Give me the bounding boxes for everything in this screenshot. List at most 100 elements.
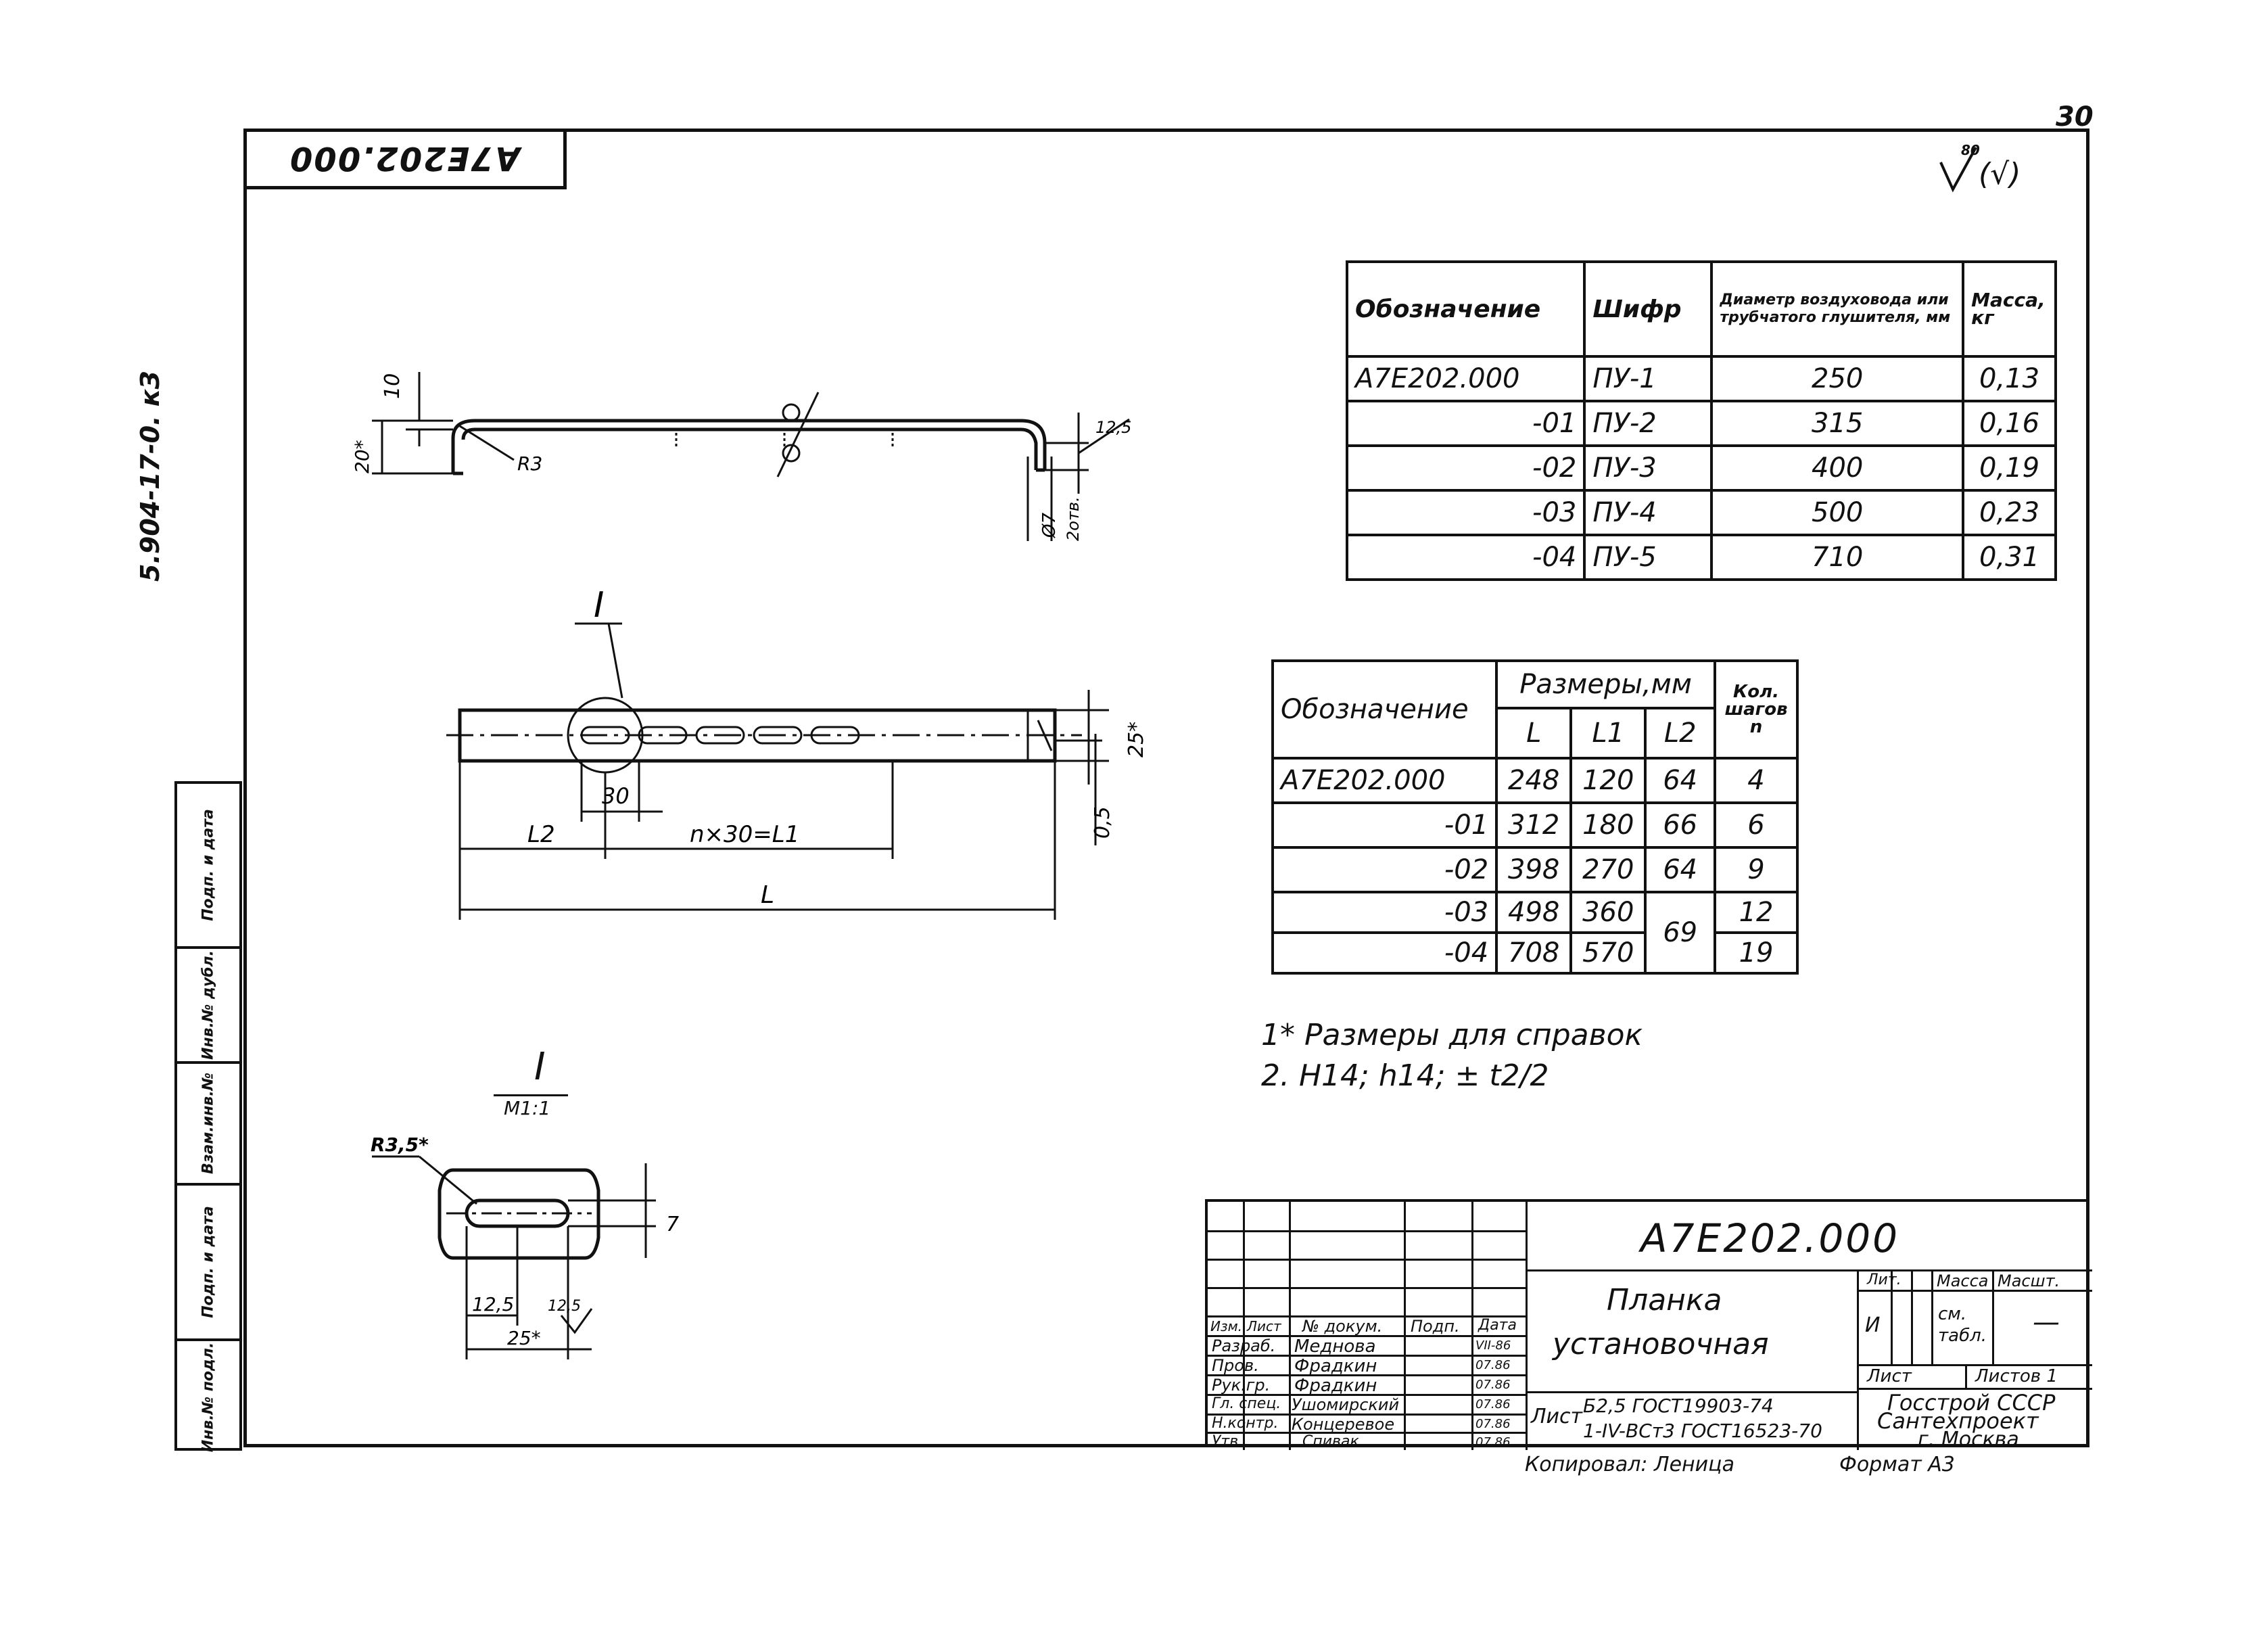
spec-cell: ПУ-3	[1583, 444, 1714, 492]
dim-label: L2	[527, 821, 555, 848]
dim-label: 12,5	[548, 1298, 581, 1315]
dim-label: 0,5	[1091, 806, 1114, 839]
roughness-value: 80	[1961, 142, 1980, 158]
title-block-sheets-label: Листов 1	[1975, 1366, 2058, 1386]
spec-cell: ПУ-5	[1583, 534, 1714, 581]
spec-cell: 250	[1710, 355, 1965, 402]
spec-header-designation: Обозначение	[1345, 260, 1586, 358]
person-date: 07.86	[1475, 1378, 1511, 1392]
table-row: -02 398 270 64 9	[1271, 846, 1799, 893]
title-block: А7Е202.000 Планка установочная Изм. Лист…	[1205, 1199, 2092, 1451]
title-block-mass-label: Масса	[1937, 1271, 1989, 1290]
spec-cell: -01	[1345, 400, 1586, 447]
title-block-org-2: Сантехпроект	[1877, 1408, 2039, 1434]
spec-cell: 0,31	[1962, 534, 2057, 581]
side-stamp: Подп. и дата Инв.№ дубл. Взам.инв.№ Подп…	[174, 781, 242, 1452]
dim-cell: 270	[1569, 846, 1647, 893]
spec-cell: -02	[1345, 444, 1586, 492]
detail-marker: I	[594, 588, 604, 626]
title-block-mass-value: см. табл.	[1938, 1304, 1987, 1346]
table-row: А7Е202.000 ПУ-1 250 0,13	[1345, 355, 2057, 402]
detail-title: I	[534, 1045, 546, 1089]
note-2: 2. H14; h14; ± t2/2	[1261, 1058, 1549, 1093]
title-block-code: А7Е202.000	[1640, 1215, 1900, 1261]
title-block-org-3: г. Москва	[1918, 1428, 2019, 1451]
dim-cell: 360	[1569, 891, 1647, 934]
title-block-scale-value: —	[2033, 1307, 2060, 1338]
dim-cell: 4	[1714, 757, 1799, 804]
person-role: Рук.гр.	[1212, 1376, 1271, 1395]
dim-cell: 312	[1495, 801, 1573, 849]
dim-cell: 498	[1495, 891, 1573, 934]
dim-cell: 398	[1495, 846, 1573, 893]
dim-cell: -04	[1271, 931, 1498, 975]
dim-subheader: L2	[1644, 707, 1717, 760]
title-block-col-header: Дата	[1478, 1317, 1517, 1334]
spec-cell: 500	[1710, 489, 1965, 536]
person-role: Разраб.	[1212, 1336, 1276, 1355]
spec-cell: 710	[1710, 534, 1965, 581]
title-block-name-2: установочная	[1553, 1327, 1769, 1361]
dim-cell: 120	[1569, 757, 1647, 804]
title-block-scale-label: Масшт.	[1998, 1271, 2060, 1290]
table-row: -01 ПУ-2 315 0,16	[1345, 400, 2057, 447]
dim-label: 10	[381, 373, 404, 399]
dim-cell: 248	[1495, 757, 1573, 804]
front-view-drawing: I 30 L2 n×30=L1 L 25* 0,5	[446, 588, 1148, 920]
spec-cell: А7Е202.000	[1345, 355, 1586, 402]
table-row: -04 708 570 19	[1271, 931, 1799, 975]
dim-header-sizes: Размеры,мм	[1495, 659, 1717, 709]
dim-label: 7	[666, 1213, 679, 1236]
dim-cell: 9	[1714, 846, 1799, 893]
dim-label: R3,5*	[371, 1136, 429, 1156]
person-role: Гл. спец.	[1212, 1395, 1281, 1412]
spec-cell: 0,19	[1962, 444, 2057, 492]
dim-label: R3	[517, 452, 542, 475]
note-1: 1* Размеры для справок	[1261, 1018, 1643, 1052]
dim-cell: 12	[1714, 891, 1799, 934]
table-row: -04 ПУ-5 710 0,31	[1345, 534, 2057, 581]
side-stamp-label: Подп. и дата	[199, 1206, 217, 1318]
dim-cell: 6	[1714, 801, 1799, 849]
table-row: А7Е202.000 248 120 64 4	[1271, 757, 1799, 804]
title-block-material-2: 1-IV-ВСт3 ГОСТ16523-70	[1583, 1420, 1822, 1442]
dim-label: 12,5	[472, 1293, 514, 1315]
title-block-col-header: Лист	[1247, 1318, 1281, 1334]
dim-label: n×30=L1	[690, 821, 799, 848]
person-name: Меднова	[1294, 1336, 1376, 1357]
dim-cell: 64	[1644, 757, 1717, 804]
spec-cell: -04	[1345, 534, 1586, 581]
spec-cell: 315	[1710, 400, 1965, 447]
title-block-name-1: Планка	[1607, 1283, 1722, 1317]
person-name: Концеревое	[1292, 1415, 1395, 1434]
dimensions-table: Обозначение Размеры,мм Кол. шагов n L L1…	[1271, 659, 1799, 975]
dim-cell: 570	[1569, 931, 1647, 975]
dim-header-designation: Обозначение	[1271, 659, 1498, 760]
spec-cell: ПУ-4	[1583, 489, 1714, 536]
side-stamp-label: Взам.инв.№	[199, 1072, 217, 1175]
person-role: Пров.	[1212, 1356, 1259, 1375]
table-row: -03 498 360 69 12	[1271, 891, 1799, 975]
page-corner-number: 30	[2056, 101, 2094, 133]
roughness-symbol: 80 (√)	[1934, 142, 2035, 203]
dim-cell: 708	[1495, 931, 1573, 975]
spec-cell: 0,16	[1962, 400, 2057, 447]
title-block-lit-value: И	[1865, 1313, 1881, 1337]
table-row: -02 ПУ-3 400 0,19	[1345, 444, 2057, 492]
spec-cell: 0,13	[1962, 355, 2057, 402]
spec-cell: 0,23	[1962, 489, 2057, 536]
dim-cell: -02	[1271, 846, 1498, 893]
dim-cell: -03	[1271, 891, 1498, 934]
side-document-code: 5.904-17-0. кЗ	[135, 371, 165, 582]
person-date: 07.86	[1475, 1435, 1511, 1449]
dim-label: 2отв.	[1064, 496, 1083, 541]
spec-header-mass: Масса, кг	[1962, 260, 2057, 358]
dim-header-count: Кол. шагов n	[1714, 659, 1799, 760]
roughness-note: (√)	[1979, 157, 2021, 191]
dim-cell: 69	[1644, 891, 1717, 975]
spec-table: Обозначение Шифр Диаметр воздуховода или…	[1345, 260, 2057, 581]
person-name: Спивак	[1302, 1433, 1359, 1450]
dim-label: 30	[602, 783, 630, 809]
roughness-check-icon	[1939, 147, 1977, 193]
side-stamp-cell: Инв.№ дубл.	[177, 946, 239, 1061]
